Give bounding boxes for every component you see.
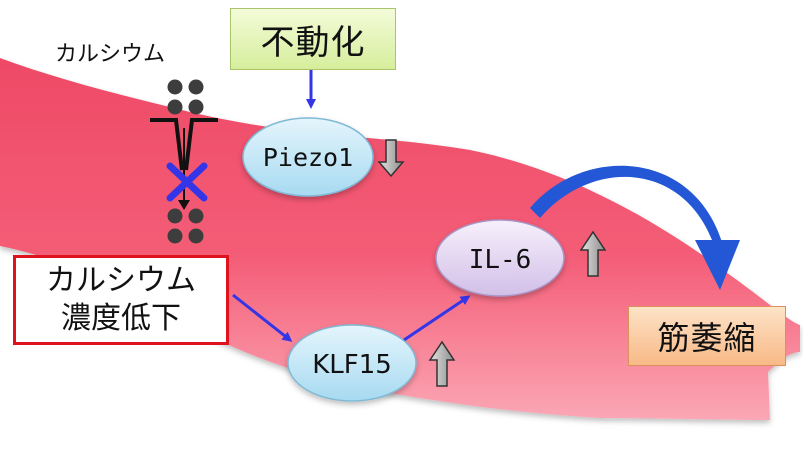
calcium-decrease-box: カルシウム 濃度低下 xyxy=(13,255,229,345)
il6-node: IL-6 xyxy=(435,219,565,297)
blocked-x-icon xyxy=(166,162,208,202)
calcium-box-line1: カルシウム xyxy=(46,263,196,298)
calcium-top-label: カルシウム xyxy=(55,42,166,67)
calcium-box-line2: 濃度低下 xyxy=(61,301,181,336)
arrow-il6-to-atrophy xyxy=(530,165,740,290)
piezo1-node: Piezo1 xyxy=(242,117,374,197)
calcium-particles-inside xyxy=(167,208,204,244)
klf15-node: KLF15 xyxy=(287,324,417,402)
il6-label: IL-6 xyxy=(469,245,532,275)
immobilization-label: 不動化 xyxy=(260,22,366,63)
calcium-particles-outside xyxy=(167,79,204,115)
muscle-atrophy-label: 筋萎縮 xyxy=(657,319,757,357)
muscle-atrophy-box: 筋萎縮 xyxy=(628,306,786,366)
calcium-channel xyxy=(150,118,218,210)
klf15-label: KLF15 xyxy=(312,350,392,380)
arrow-klf15-to-il6 xyxy=(403,295,471,342)
il6-up-arrow-icon xyxy=(579,230,607,277)
piezo1-down-arrow-icon xyxy=(377,139,405,178)
piezo1-label: Piezo1 xyxy=(263,143,353,172)
immobilization-box: 不動化 xyxy=(230,8,396,70)
arrow-calcium-to-klf15 xyxy=(232,293,293,342)
klf15-up-arrow-icon xyxy=(428,340,456,387)
